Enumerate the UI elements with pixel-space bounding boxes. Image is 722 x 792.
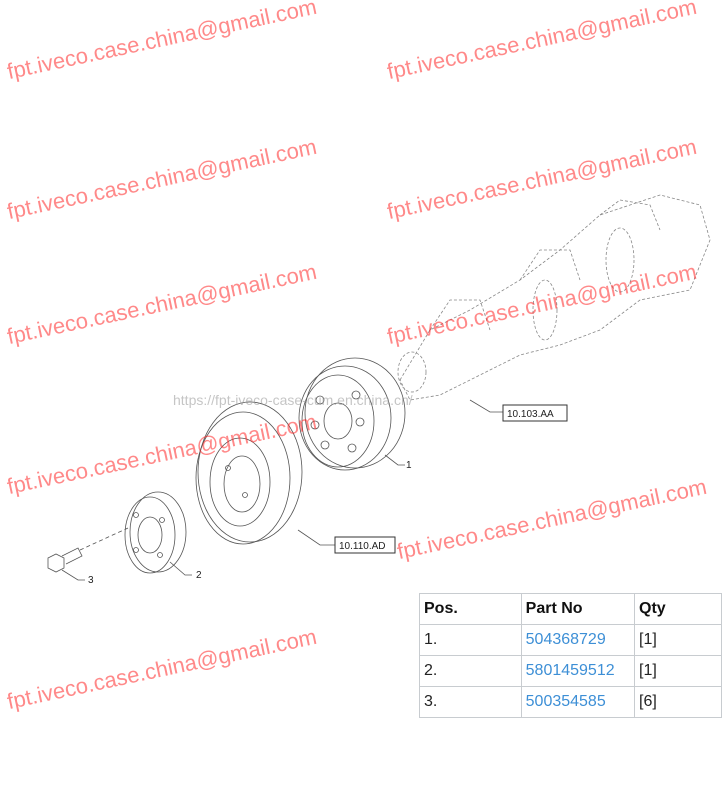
qty-cell: [1] (634, 655, 722, 687)
part-no-link[interactable]: 504368729 (525, 631, 606, 648)
ref-box-10-110-ad[interactable] (334, 536, 396, 554)
part-no-link[interactable]: 5801459512 (525, 662, 615, 679)
part-no-link[interactable]: 500354585 (525, 693, 606, 710)
table-row: 1. 504368729 [1] (419, 624, 722, 656)
bolt-part-3 (47, 527, 129, 573)
qty-cell: [1] (634, 624, 722, 656)
header-pos: Pos. (419, 593, 522, 625)
crankshaft-outline (397, 194, 711, 401)
parts-table: Pos. Part No Qty 1. 504368729 [1] 2. 580… (419, 593, 722, 718)
damper-10-110-ad (195, 401, 303, 545)
callout-3: 3 (88, 575, 94, 586)
qty-cell: [6] (634, 686, 722, 718)
ref-10-110-ad[interactable]: 10.110.AD (339, 541, 386, 552)
header-qty: Qty (634, 593, 722, 625)
watermark-url: https://fpt-iveco-case-cum.en.china.cn/ (173, 392, 413, 408)
pos-cell: 2. (419, 655, 522, 687)
pos-cell: 1. (419, 624, 522, 656)
ref-box-10-103-aa[interactable] (502, 404, 568, 422)
callout-1: 1 (406, 460, 412, 471)
ref-10-103-aa[interactable]: 10.103.AA (507, 409, 554, 420)
header-part-no: Part No (520, 593, 636, 625)
pulley-part-1 (298, 357, 406, 471)
table-header-row: Pos. Part No Qty (419, 593, 722, 625)
table-row: 3. 500354585 [6] (419, 686, 722, 718)
pos-cell: 3. (419, 686, 522, 718)
callout-2: 2 (196, 570, 202, 581)
table-row: 2. 5801459512 [1] (419, 655, 722, 687)
flange-part-2 (124, 491, 187, 574)
